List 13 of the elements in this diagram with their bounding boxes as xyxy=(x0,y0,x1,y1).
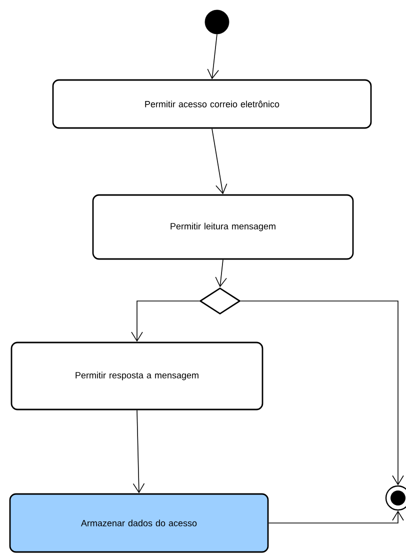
action-box: Armazenar dados do acesso xyxy=(9,493,269,553)
end-circle xyxy=(385,485,406,511)
arrow xyxy=(132,410,145,494)
action-box: Permitir acesso correio eletrônico xyxy=(52,79,372,129)
arrow xyxy=(212,128,228,194)
arrow xyxy=(240,300,404,486)
arrow xyxy=(215,259,227,288)
arrow xyxy=(268,510,404,524)
arrow xyxy=(207,34,219,80)
arrow xyxy=(131,300,200,342)
action-box: Permitir leitura mensagem xyxy=(92,194,354,260)
action-box: Permitir resposta a mensagem xyxy=(10,342,264,410)
start-circle xyxy=(204,10,230,34)
